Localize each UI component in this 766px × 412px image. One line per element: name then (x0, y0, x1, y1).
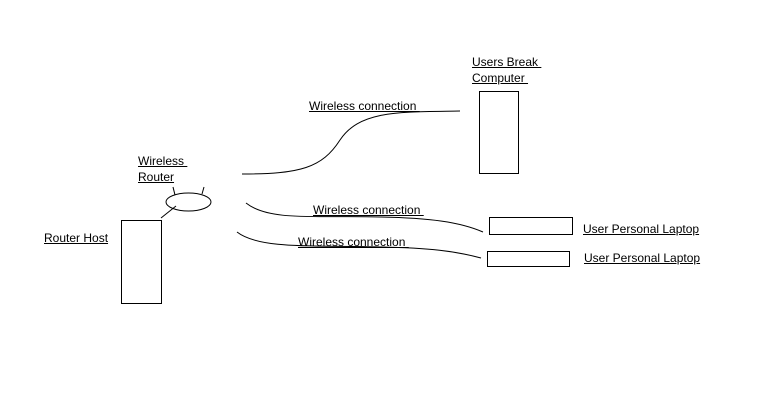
router-antenna-right (201, 186, 205, 195)
router-host-tower (121, 220, 162, 304)
wireless-router-label-line2: Router (138, 170, 175, 184)
wireless-connection-curve-middle (245, 202, 484, 233)
router-antenna-left (172, 186, 176, 196)
wireless-connection-label-middle: Wireless connection (313, 203, 424, 217)
wireless-router-label-line1: Wireless (138, 154, 188, 168)
wireless-connection-curve-top (241, 110, 461, 175)
laptop-1-label: User Personal Laptop (583, 222, 700, 236)
users-break-computer-tower (479, 91, 519, 174)
router-host-label: Router Host (44, 231, 109, 245)
laptop-2-label: User Personal Laptop (584, 251, 701, 265)
wireless-router-icon (165, 192, 212, 212)
laptop-1-box (489, 217, 573, 235)
users-break-computer-label-line1: Users Break (472, 55, 542, 69)
host-router-cable (160, 205, 177, 219)
wireless-connection-curve-bottom (236, 231, 482, 259)
wireless-connection-label-top: Wireless connection (309, 99, 420, 113)
wireless-connection-label-bottom: Wireless connection (298, 235, 409, 249)
users-break-computer-label-line2: Computer (472, 71, 529, 85)
laptop-2-box (487, 251, 570, 267)
